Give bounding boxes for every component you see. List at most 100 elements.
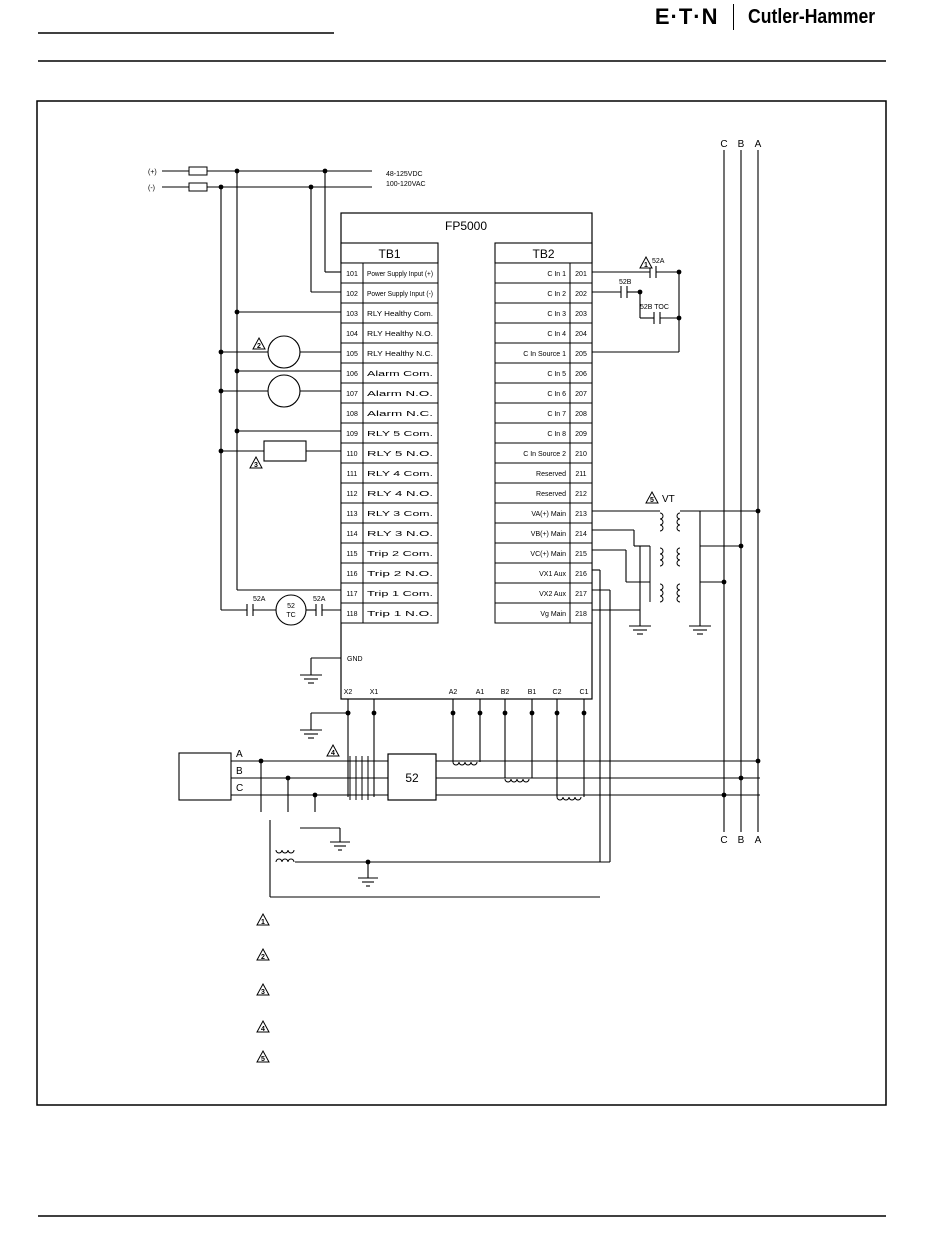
note-number: 1 <box>644 262 648 269</box>
bus-phase-label-bottom: B <box>738 835 745 846</box>
bus-phase-label-bottom: A <box>755 835 762 846</box>
trip-coil <box>275 594 307 626</box>
tb-row <box>340 602 439 624</box>
terminal-number: 114 <box>346 531 357 538</box>
note-number: 5 <box>650 497 654 504</box>
supply-ac-label: 100-120VAC <box>386 181 426 188</box>
fuse-minus <box>188 182 208 192</box>
ct-terminal-label: A1 <box>476 689 485 696</box>
relay-title: FP5000 <box>445 219 487 233</box>
terminal-number: 118 <box>346 611 357 618</box>
breaker-label: 52 <box>405 771 419 785</box>
terminal-label: Vg Main <box>540 611 566 618</box>
trip-52a-label-2: 52A <box>313 596 326 603</box>
terminal-number: 105 <box>346 351 358 358</box>
trip-coil-bottom-label: TC <box>286 612 295 619</box>
c52b-label: 52B <box>619 279 632 286</box>
terminal-number: 103 <box>346 311 358 318</box>
brand-separator <box>732 4 734 30</box>
terminal-number: 216 <box>575 571 587 578</box>
terminal-label: C In 2 <box>547 291 566 298</box>
terminal-label: C In 7 <box>547 411 566 418</box>
note-triangle-icon <box>645 490 659 504</box>
trip-coil-top-label: 52 <box>287 603 295 610</box>
terminal-number: 207 <box>575 391 587 398</box>
terminal-number: 116 <box>346 571 357 578</box>
c52a-label: 52A <box>652 258 665 265</box>
note-triangle-icon <box>256 1019 270 1033</box>
wiring-lines <box>162 150 760 898</box>
terminal-number: 107 <box>346 391 358 398</box>
note-triangle-icon <box>639 255 653 269</box>
input-contacts <box>620 266 661 324</box>
note-number: 2 <box>257 343 261 350</box>
terminal-number: 211 <box>575 471 586 478</box>
ct-terminal-label: C1 <box>580 689 589 696</box>
terminal-label: VX1 Aux <box>539 571 566 578</box>
c52b-toc-label: 52B TOC <box>640 304 669 311</box>
terminal-label: RLY 4 Com. <box>367 471 433 478</box>
tb-row <box>494 602 593 624</box>
ct-terminal-label: B2 <box>501 689 510 696</box>
junction-dots <box>218 168 761 865</box>
ct-coils <box>275 756 582 863</box>
supply-minus-label: (-) <box>148 185 155 192</box>
note-number: 5 <box>261 1056 265 1063</box>
terminal-number: 115 <box>346 551 357 558</box>
breaker-52 <box>387 753 437 801</box>
terminal-number: 113 <box>346 511 357 518</box>
terminal-number: 202 <box>575 291 587 298</box>
vt-label: VT <box>662 494 675 505</box>
terminal-number: 218 <box>575 611 587 618</box>
terminal-number: 210 <box>575 451 587 458</box>
terminal-number: 217 <box>575 591 587 598</box>
ground-symbols <box>300 625 711 887</box>
terminal-label: C In 8 <box>547 431 566 438</box>
eaton-logo: E·T·N <box>654 4 719 29</box>
terminal-label: RLY 5 Com. <box>367 431 433 438</box>
terminal-number: 205 <box>575 351 587 358</box>
terminal-label: RLY 3 Com. <box>367 511 433 518</box>
ct-terminal-label: X2 <box>344 689 353 696</box>
terminal-label: C In 3 <box>547 311 566 318</box>
supply-dc-label: 48-125VDC <box>386 171 423 178</box>
gnd-label: GND <box>347 656 363 663</box>
ct-terminal-label: B1 <box>528 689 537 696</box>
terminal-label: C In 5 <box>547 371 566 378</box>
terminal-number: 109 <box>346 431 358 438</box>
terminal-number: 106 <box>346 371 358 378</box>
terminal-label: VC(+) Main <box>530 551 566 558</box>
terminal-number: 214 <box>575 531 587 538</box>
terminal-number: 117 <box>346 591 357 598</box>
note-number: 4 <box>331 750 335 757</box>
tb-title: TB2 <box>532 247 554 261</box>
terminal-label: VX2 Aux <box>539 591 566 598</box>
trip-52a-label-1: 52A <box>253 596 266 603</box>
terminal-number: 209 <box>575 431 587 438</box>
supply-plus-label: (+) <box>148 169 157 176</box>
terminal-label: C In 4 <box>547 331 566 338</box>
terminal-number: 112 <box>346 491 357 498</box>
feeder-phase-labels: ABC <box>236 749 243 794</box>
terminal-number: 102 <box>346 291 358 298</box>
note-number: 3 <box>261 989 265 996</box>
terminal-number: 203 <box>575 311 587 318</box>
ct-terminal-label: C2 <box>553 689 562 696</box>
rly5-load <box>263 440 307 462</box>
terminal-label: RLY Healthy N.C. <box>367 351 433 358</box>
note-number: 4 <box>261 1026 265 1033</box>
brand-header: E·T·N Cutler-Hammer <box>655 4 892 30</box>
terminal-label: RLY Healthy Com. <box>367 311 433 318</box>
feeder-phase-label: C <box>236 783 243 794</box>
terminal-label: Trip 1 Com. <box>367 591 433 598</box>
terminal-number: 104 <box>346 331 358 338</box>
terminal-label: Alarm Com. <box>367 371 433 378</box>
healthy-indicator <box>267 335 301 369</box>
terminal-number: 101 <box>346 271 358 278</box>
terminal-number: 108 <box>346 411 358 418</box>
terminal-label: C In Source 1 <box>523 351 566 358</box>
note-number: 3 <box>254 462 258 469</box>
